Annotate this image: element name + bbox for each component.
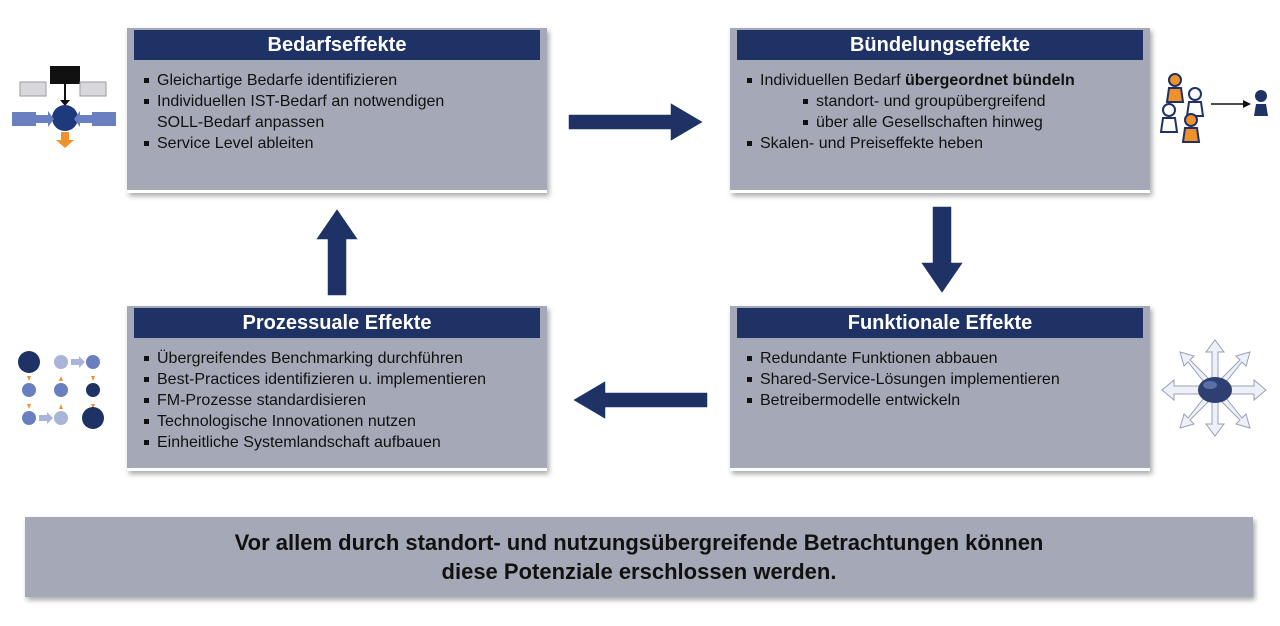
box-title: Prozessuale Effekte — [134, 308, 540, 338]
sub-list-item: über alle Gesellschaften hinweg — [747, 112, 1133, 133]
list-item: Redundante Funktionen abbauen — [747, 348, 1133, 369]
list-item: Einheitliche Systemlandschaft aufbauen — [144, 432, 530, 453]
arrow-right-icon — [567, 100, 706, 144]
conclusion-line: diese Potenziale erschlossen werden. — [441, 559, 837, 584]
list-item-emphasis: übergeordnet bündeln — [904, 72, 1075, 89]
list-item-text: Individuellen Bedarf — [760, 72, 905, 89]
network-hierarchy-icon — [12, 66, 116, 148]
list-item: Gleichartige Bedarfe identifizieren — [144, 70, 530, 91]
conclusion-banner: Vor allem durch standort- und nutzungsüb… — [25, 517, 1253, 597]
list-item: Betreibermodelle entwickeln — [747, 390, 1133, 411]
box-title: Bündelungseffekte — [737, 30, 1143, 60]
box-body: Individuellen Bedarf übergeordnet bündel… — [737, 62, 1143, 187]
list-item-continuation: SOLL-Bedarf anpassen — [157, 114, 325, 131]
list-item: Übergreifendes Benchmarking durchführen — [144, 348, 530, 369]
box-bedarfseffekte: Bedarfseffekte Gleichartige Bedarfe iden… — [127, 28, 547, 193]
arrow-left-icon — [570, 378, 709, 422]
box-title: Bedarfseffekte — [134, 30, 540, 60]
conclusion-line: Vor allem durch standort- und nutzungsüb… — [234, 530, 1044, 555]
box-body: Gleichartige Bedarfe identifizieren Indi… — [134, 62, 540, 187]
box-body: Übergreifendes Benchmarking durchführen … — [134, 340, 540, 465]
people-grouping-icon — [1159, 73, 1268, 143]
list-item: Service Level ableiten — [144, 133, 530, 154]
list-item: Best-Practices identifizieren u. impleme… — [144, 369, 530, 390]
box-buendelungseffekte: Bündelungseffekte Individuellen Bedarf ü… — [730, 28, 1150, 193]
list-item: Technologische Innovationen nutzen — [144, 411, 530, 432]
process-grid-icon — [18, 351, 104, 429]
box-body: Redundante Funktionen abbauen Shared-Ser… — [737, 340, 1143, 465]
sub-list-item: standort- und groupübergreifend — [747, 91, 1133, 112]
arrow-down-icon — [918, 205, 966, 296]
hub-star-icon — [1161, 339, 1267, 437]
list-item-text: Individuellen IST-Bedarf an notwendigen — [157, 93, 445, 110]
box-title: Funktionale Effekte — [737, 308, 1143, 338]
list-item: Individuellen Bedarf übergeordnet bündel… — [747, 70, 1133, 91]
box-funktionale-effekte: Funktionale Effekte Redundante Funktione… — [730, 306, 1150, 471]
arrow-up-icon — [313, 206, 361, 297]
box-prozessuale-effekte: Prozessuale Effekte Übergreifendes Bench… — [127, 306, 547, 471]
list-item: Skalen- und Preiseffekte heben — [747, 133, 1133, 154]
list-item: FM-Prozesse standardisieren — [144, 390, 530, 411]
list-item: Shared-Service-Lösungen implementieren — [747, 369, 1133, 390]
